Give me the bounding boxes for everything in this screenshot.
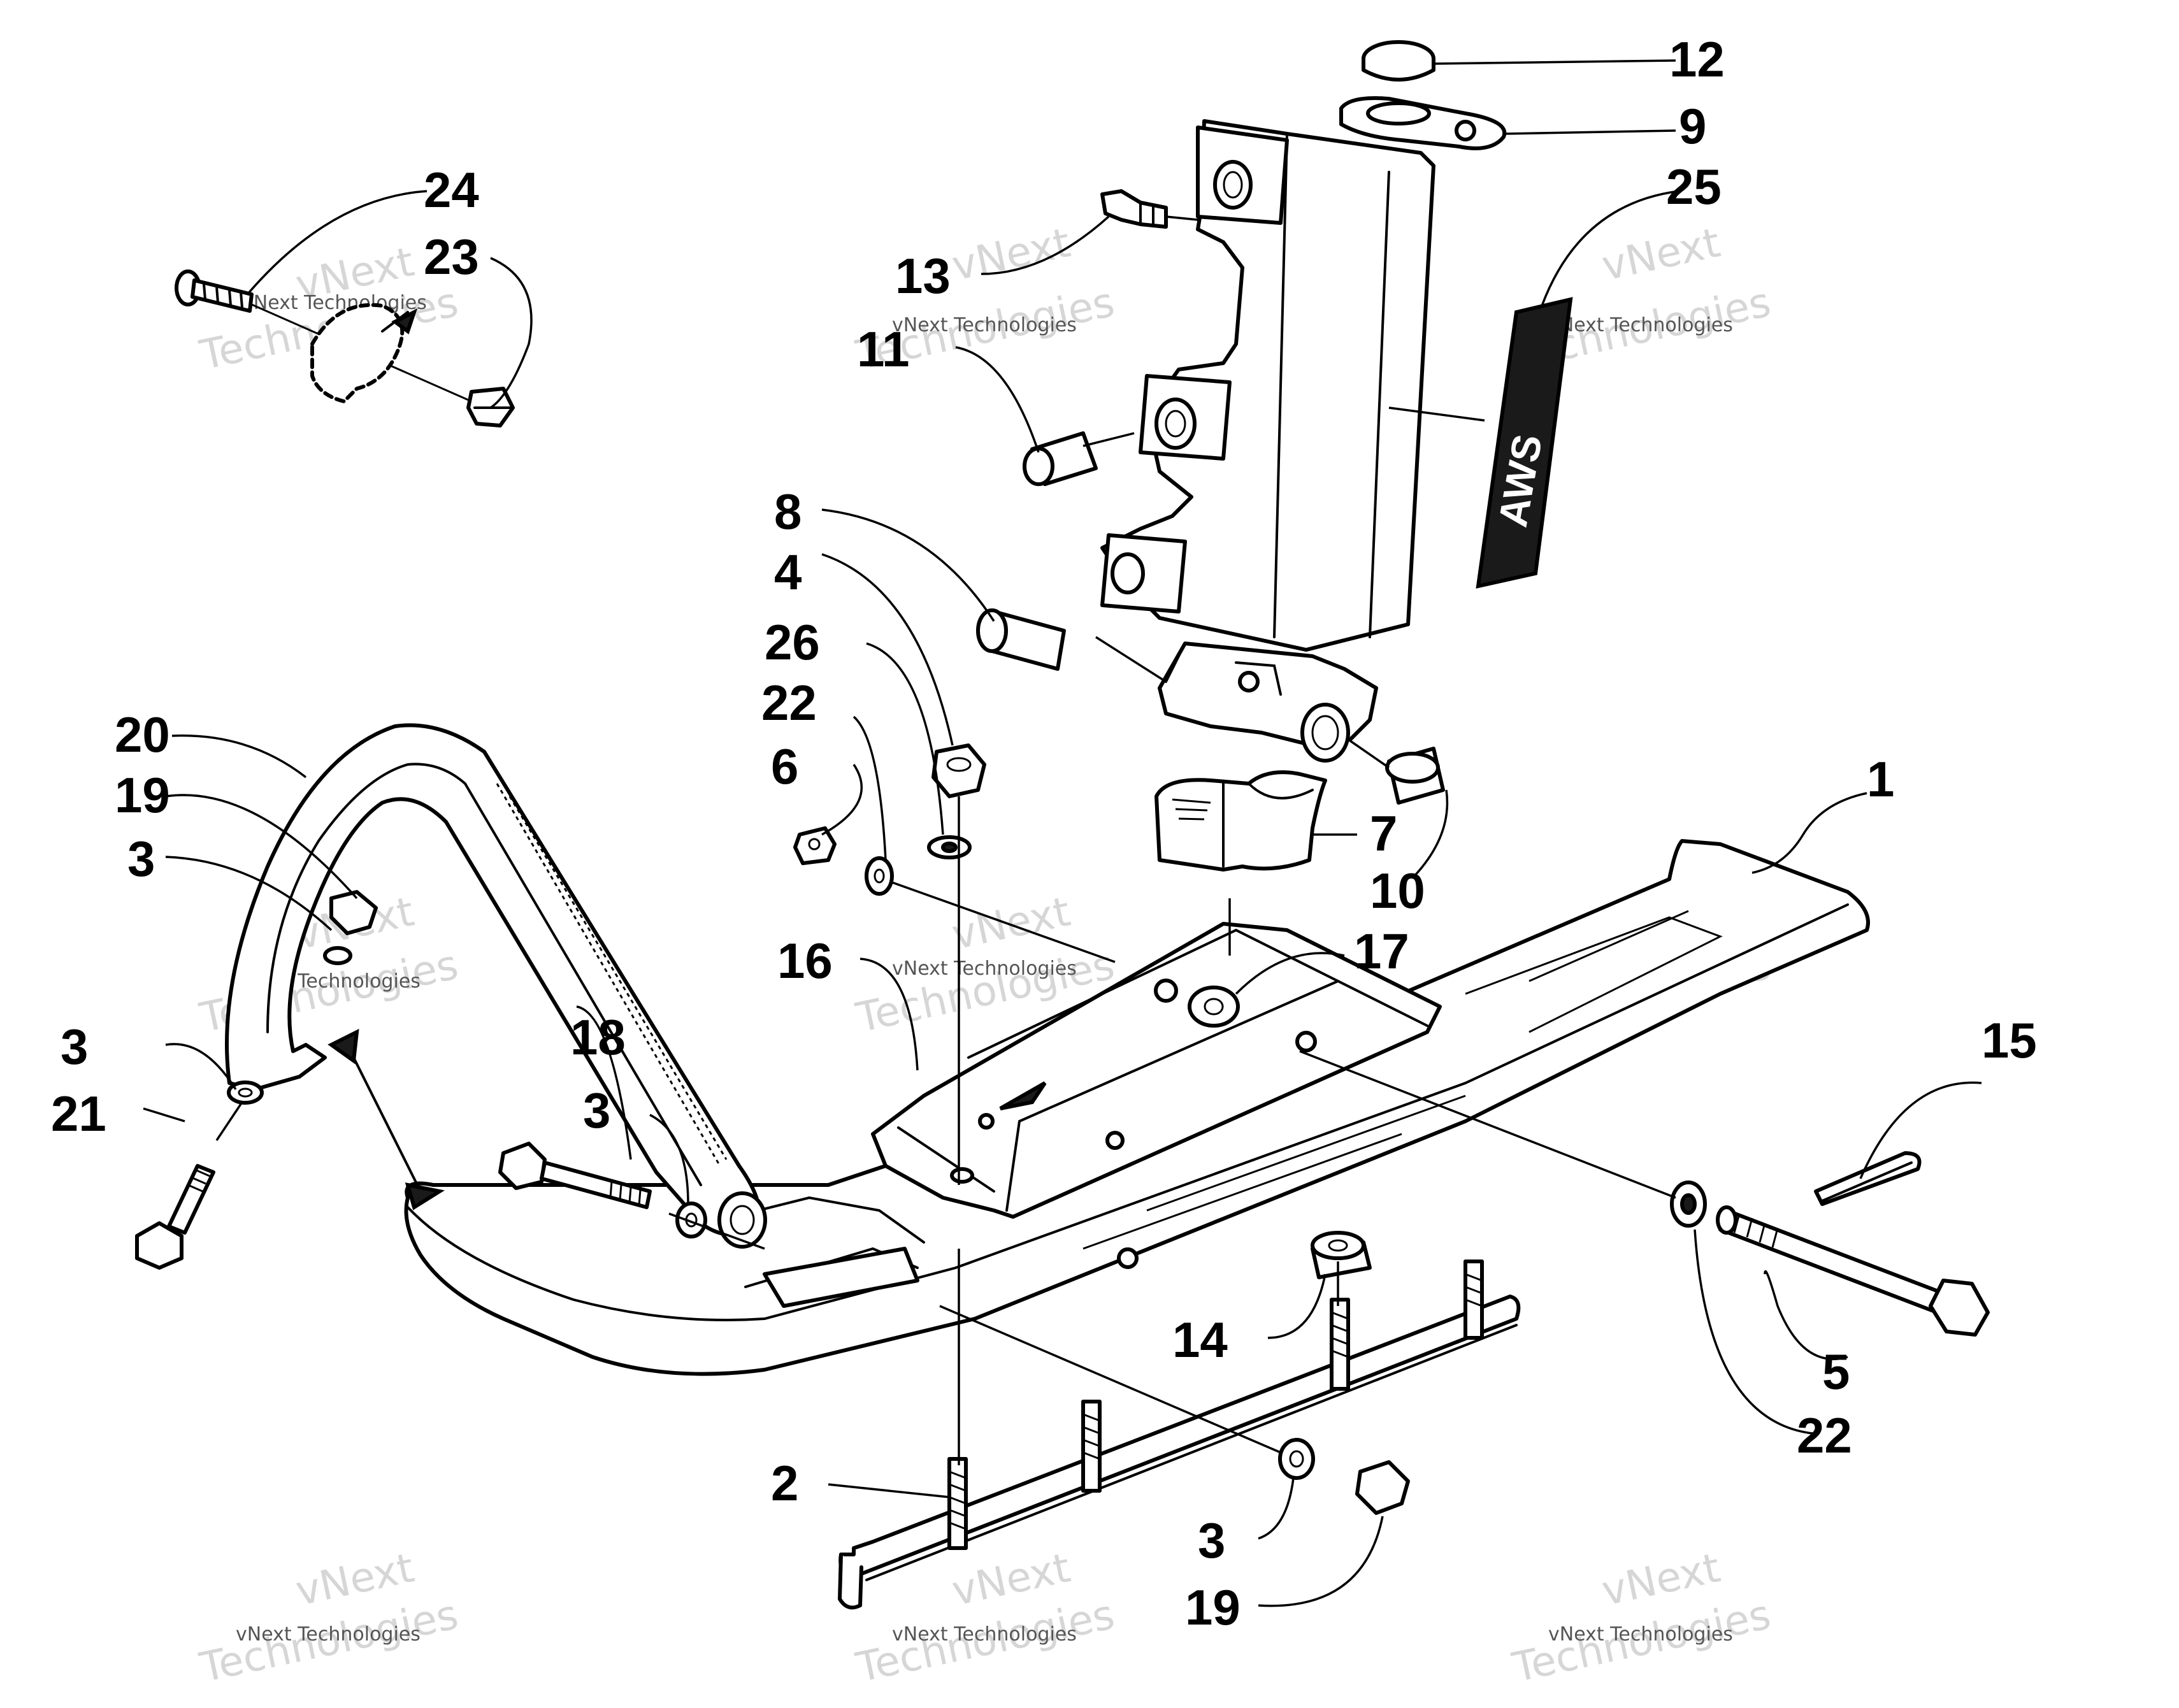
svg-text:vNext Technologies: vNext Technologies (892, 1623, 1077, 1646)
callout-8: 8 (774, 484, 802, 540)
bushing-10 (1385, 747, 1445, 805)
callout-22a: 22 (761, 675, 817, 731)
callout-17: 17 (1354, 923, 1409, 979)
callout-21: 21 (51, 1086, 106, 1142)
cap-12 (1362, 40, 1435, 82)
callout-16: 16 (777, 933, 833, 989)
callout-19a: 19 (115, 767, 170, 823)
washer-26 (927, 835, 972, 859)
svg-text:vNext Technologies: vNext Technologies (236, 1623, 421, 1646)
washer-3c (227, 1080, 264, 1105)
spindle-knuckle (1158, 642, 1378, 763)
callout-20: 20 (115, 707, 170, 763)
callout-11: 11 (857, 321, 909, 377)
nut-19b (1355, 1460, 1410, 1515)
watermark-bottom-right: vNext Technologies vNext Technologies (1508, 1544, 1775, 1691)
callout-5: 5 (1822, 1344, 1850, 1400)
svg-text:vNext: vNext (1598, 219, 1724, 290)
washer-17 (1188, 986, 1240, 1028)
watermark-bottom-center: vNext Technologies vNext Technologies (852, 1544, 1119, 1691)
callout-19b: 19 (1185, 1579, 1241, 1635)
callout-9: 9 (1679, 98, 1706, 154)
callout-3b: 3 (583, 1082, 610, 1138)
callout-25: 25 (1666, 159, 1722, 215)
callout-2: 2 (771, 1455, 798, 1511)
nut-4 (931, 743, 986, 798)
stud-2c (1330, 1298, 1350, 1391)
handle-20 (225, 723, 767, 1249)
watermark-bottom-left: vNext Technologies vNext Technologies (196, 1544, 463, 1691)
assembly-lines (215, 215, 1676, 1465)
callout-14: 14 (1172, 1312, 1228, 1368)
svg-text:vNext Technologies: vNext Technologies (892, 958, 1077, 980)
bushing-plate-9 (1339, 96, 1507, 150)
callout-7: 7 (1370, 805, 1397, 861)
washer-22b (1670, 1181, 1707, 1228)
callout-15: 15 (1981, 1012, 2037, 1068)
grease-fitting-13 (1100, 189, 1168, 229)
callout-26: 26 (765, 614, 820, 670)
bolt-21 (135, 1164, 215, 1270)
callout-3d: 3 (1198, 1512, 1225, 1568)
bolt-24-assembly (175, 269, 472, 403)
spindle-column (1100, 119, 1435, 652)
callout-4: 4 (774, 544, 802, 600)
callout-13: 13 (895, 248, 951, 304)
bolt-5 (1716, 1205, 1990, 1337)
washer-3a (323, 946, 352, 965)
callout-12: 12 (1669, 31, 1725, 87)
callout-6: 6 (771, 738, 798, 794)
callout-24: 24 (424, 162, 479, 218)
alignment-arrow (327, 1028, 445, 1210)
stud-2d (1463, 1259, 1484, 1340)
callout-23: 23 (424, 229, 479, 285)
washer-22a (865, 856, 894, 896)
nut-19a (329, 890, 378, 935)
stud-2b (1081, 1400, 1102, 1493)
svg-text:vNext Technologies: vNext Technologies (242, 292, 427, 314)
callout-1: 1 (1867, 751, 1894, 807)
washer-3d (1278, 1438, 1315, 1480)
callout-18: 18 (570, 1009, 626, 1065)
cotter-pin-15 (1814, 1151, 1922, 1206)
svg-text:vNext Technologies: vNext Technologies (1548, 314, 1733, 336)
callout-10: 10 (1370, 863, 1425, 919)
callout-labels: 1 2 3 3 3 3 4 5 6 7 8 9 10 11 12 13 14 1… (51, 31, 2037, 1635)
saddle-16 (871, 922, 1442, 1219)
washer-3b (675, 1202, 707, 1238)
svg-text:vNext Technologies: vNext Technologies (892, 314, 1077, 336)
svg-text:vNext Technologies: vNext Technologies (1548, 1623, 1733, 1646)
wear-block-7 (1154, 770, 1327, 872)
bushing-11 (1023, 431, 1098, 486)
bolt-18 (498, 1142, 652, 1209)
bushing-8 (976, 608, 1066, 671)
spacer-14 (1311, 1231, 1372, 1279)
stud-2a (947, 1457, 968, 1550)
callout-leaders (143, 59, 1982, 1607)
callout-3a: 3 (127, 831, 155, 887)
callout-22b: 22 (1797, 1407, 1852, 1463)
nut-6 (793, 826, 837, 865)
callout-3c: 3 (61, 1019, 88, 1075)
